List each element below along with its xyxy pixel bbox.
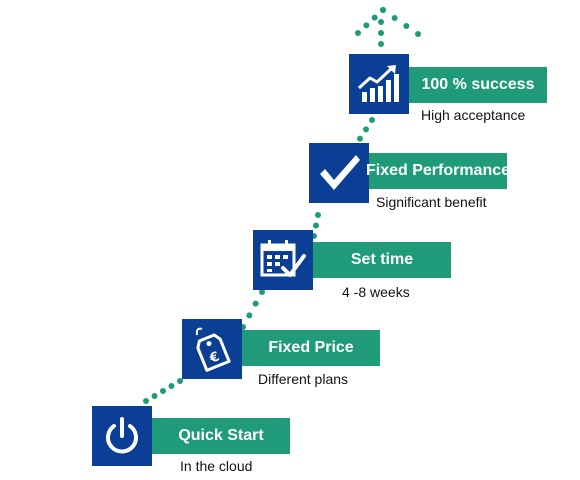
path-dot xyxy=(151,393,158,399)
path-dot xyxy=(143,398,149,404)
path-dot xyxy=(313,222,319,229)
path-dot xyxy=(357,135,363,142)
power-icon xyxy=(92,406,152,466)
step-title: Fixed Performance xyxy=(366,153,510,189)
growth-chart-icon xyxy=(349,54,409,114)
path-dot xyxy=(259,289,265,295)
path-dot xyxy=(363,22,370,29)
path-dot xyxy=(369,117,375,123)
path-dot xyxy=(378,41,384,47)
calendar-check-icon xyxy=(253,230,313,290)
step-title: 100 % success xyxy=(409,67,547,103)
checkmark-icon xyxy=(309,143,369,203)
path-dot xyxy=(252,300,259,307)
euro-price-tag-icon: € xyxy=(182,319,242,379)
step-subtitle: Significant benefit xyxy=(376,194,487,210)
step-subtitle: Different plans xyxy=(258,371,349,387)
path-dot xyxy=(371,14,378,21)
path-dot xyxy=(355,30,361,36)
step-subtitle: 4 -8 weeks xyxy=(342,284,410,300)
path-dot xyxy=(168,383,175,389)
path-dot xyxy=(246,312,253,319)
path-dot xyxy=(378,30,384,36)
path-dot xyxy=(363,126,369,133)
path-dot xyxy=(415,31,421,37)
step-subtitle: High acceptance xyxy=(421,107,526,123)
path-dot xyxy=(391,15,398,21)
path-dot xyxy=(378,19,384,25)
step-title: Quick Start xyxy=(152,418,290,454)
step-subtitle: In the cloud xyxy=(180,458,253,474)
step-title: Set time xyxy=(313,242,451,278)
path-dot xyxy=(403,23,410,29)
path-dot xyxy=(315,212,321,218)
path-dot xyxy=(177,378,183,384)
path-dot xyxy=(380,7,386,13)
step-title: Fixed Price xyxy=(242,330,380,366)
path-dot xyxy=(160,388,166,394)
